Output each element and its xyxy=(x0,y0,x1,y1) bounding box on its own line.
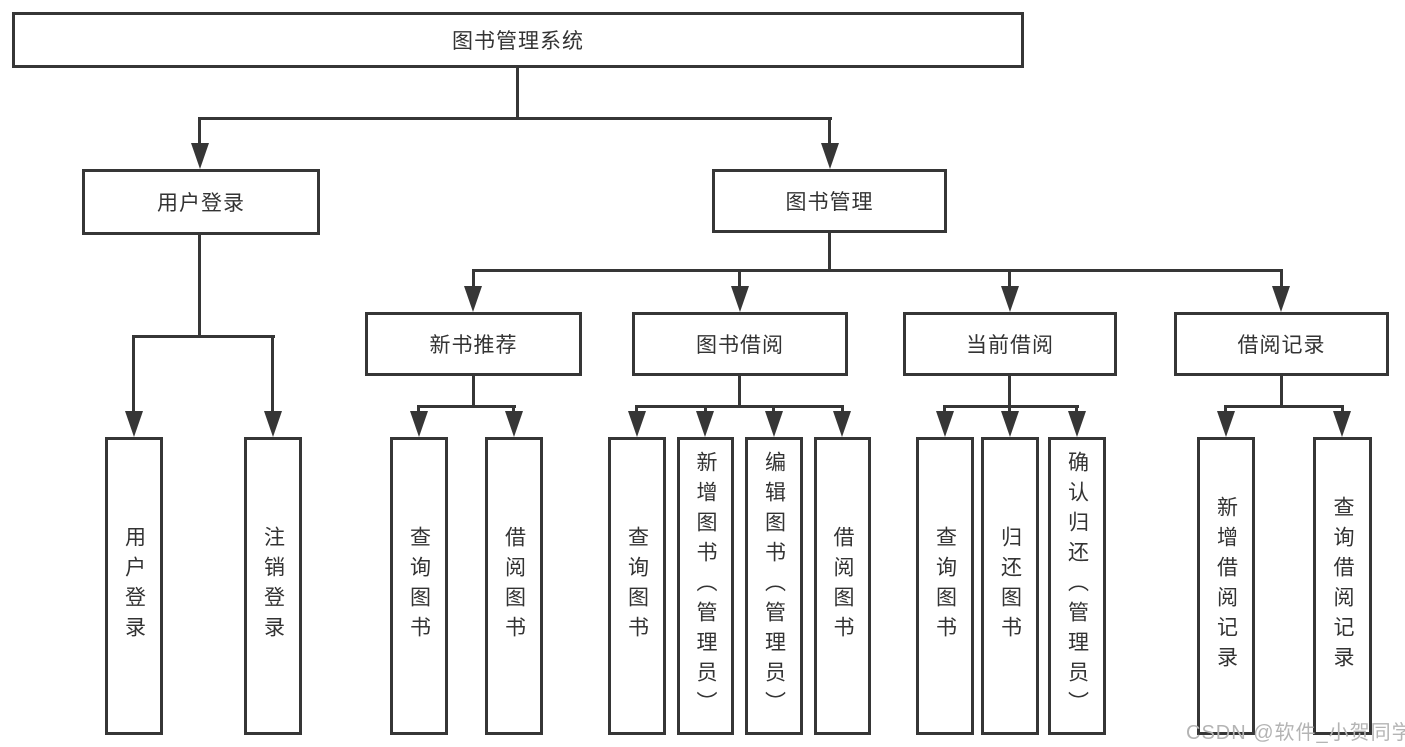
arrowhead-icon xyxy=(125,411,143,437)
node-user-login-label: 用户登录 xyxy=(157,192,245,215)
arrowhead-icon xyxy=(191,143,209,169)
connector-hline xyxy=(943,405,1079,408)
arrowhead-icon xyxy=(505,411,523,437)
leaf-return-books-label: 归还图书 xyxy=(998,526,1022,646)
connector-vline xyxy=(417,405,420,414)
node-current-borrowing-label: 当前借阅 xyxy=(966,334,1054,357)
connector-vline xyxy=(738,376,741,408)
node-library-system: 图书管理系统 xyxy=(12,12,1024,68)
leaf-add-borrow-record-label: 新增借阅记录 xyxy=(1214,496,1238,676)
connector-vline xyxy=(1341,405,1344,414)
connector-hline xyxy=(635,405,844,408)
connector-vline xyxy=(516,68,519,119)
connector-vline xyxy=(198,117,201,146)
arrowhead-icon xyxy=(936,411,954,437)
node-current-borrowing: 当前借阅 xyxy=(903,312,1117,376)
node-book-borrowing-label: 图书借阅 xyxy=(696,334,784,357)
watermark: CSDN @软件_小贺同学 xyxy=(1186,722,1405,744)
node-book-management: 图书管理 xyxy=(712,169,947,233)
leaf-query-books-current: 查询图书 xyxy=(916,437,974,735)
connector-hline xyxy=(132,335,275,338)
leaf-user-login-label: 用户登录 xyxy=(122,526,146,646)
connector-vline xyxy=(472,376,475,408)
connector-vline xyxy=(943,405,946,414)
connector-vline xyxy=(198,235,201,338)
leaf-confirm-return-admin-label: 确认归还（管理员） xyxy=(1065,451,1089,721)
arrowhead-icon xyxy=(833,411,851,437)
arrowhead-icon xyxy=(410,411,428,437)
arrowhead-icon xyxy=(821,143,839,169)
leaf-borrow-books-borrowing: 借阅图书 xyxy=(814,437,871,735)
connector-vline xyxy=(704,405,707,414)
leaf-logout-label: 注销登录 xyxy=(261,526,285,646)
connector-hline xyxy=(472,269,1283,272)
leaf-query-borrow-record: 查询借阅记录 xyxy=(1313,437,1372,735)
leaf-add-borrow-record: 新增借阅记录 xyxy=(1197,437,1255,735)
leaf-add-books-admin: 新增图书（管理员） xyxy=(677,437,734,735)
leaf-return-books: 归还图书 xyxy=(981,437,1039,735)
arrowhead-icon xyxy=(1001,286,1019,312)
arrowhead-icon xyxy=(765,411,783,437)
node-new-book-recommendation: 新书推荐 xyxy=(365,312,582,376)
leaf-edit-books-admin-label: 编辑图书（管理员） xyxy=(762,451,786,721)
connector-hline xyxy=(1224,405,1344,408)
connector-hline xyxy=(198,117,832,120)
leaf-add-books-admin-label: 新增图书（管理员） xyxy=(694,451,717,721)
leaf-user-login: 用户登录 xyxy=(105,437,163,735)
connector-vline xyxy=(132,335,135,413)
leaf-query-borrow-record-label: 查询借阅记录 xyxy=(1331,496,1354,676)
connector-vline xyxy=(1008,376,1011,408)
leaf-edit-books-admin: 编辑图书（管理员） xyxy=(745,437,803,735)
arrowhead-icon xyxy=(1001,411,1019,437)
node-book-borrowing: 图书借阅 xyxy=(632,312,848,376)
leaf-borrow-books-recommend: 借阅图书 xyxy=(485,437,543,735)
leaf-borrow-books-recommend-label: 借阅图书 xyxy=(502,526,526,646)
arrowhead-icon xyxy=(696,411,714,437)
arrowhead-icon xyxy=(1272,286,1290,312)
leaf-query-books-current-label: 查询图书 xyxy=(933,526,957,646)
connector-vline xyxy=(1075,405,1078,414)
connector-vline xyxy=(828,233,831,272)
leaf-borrow-books-borrowing-label: 借阅图书 xyxy=(831,526,854,646)
connector-vline xyxy=(635,405,638,414)
arrowhead-icon xyxy=(731,286,749,312)
arrowhead-icon xyxy=(1333,411,1351,437)
node-book-management-label: 图书管理 xyxy=(785,191,874,214)
leaf-query-books-borrowing: 查询图书 xyxy=(608,437,666,735)
connector-hline xyxy=(417,405,516,408)
connector-vline xyxy=(1008,405,1011,414)
leaf-query-books-recommend-label: 查询图书 xyxy=(407,526,431,646)
connector-vline xyxy=(271,335,274,413)
connector-vline xyxy=(1008,269,1011,289)
arrowhead-icon xyxy=(1217,411,1235,437)
connector-vline xyxy=(841,405,844,414)
leaf-query-books-recommend: 查询图书 xyxy=(390,437,448,735)
connector-vline xyxy=(772,405,775,414)
arrowhead-icon xyxy=(264,411,282,437)
leaf-query-books-borrowing-label: 查询图书 xyxy=(625,526,649,646)
node-new-book-recommendation-label: 新书推荐 xyxy=(429,334,518,357)
node-library-system-label: 图书管理系统 xyxy=(452,30,584,53)
connector-vline xyxy=(1224,405,1227,414)
node-user-login: 用户登录 xyxy=(82,169,320,235)
connector-vline xyxy=(512,405,515,414)
node-borrowing-records: 借阅记录 xyxy=(1174,312,1389,376)
connector-vline xyxy=(472,269,475,289)
connector-vline xyxy=(1280,376,1283,408)
connector-vline xyxy=(738,269,741,289)
connector-vline xyxy=(828,117,831,146)
node-borrowing-records-label: 借阅记录 xyxy=(1237,334,1326,357)
connector-vline xyxy=(1280,269,1283,289)
arrowhead-icon xyxy=(464,286,482,312)
leaf-confirm-return-admin: 确认归还（管理员） xyxy=(1048,437,1106,735)
arrowhead-icon xyxy=(628,411,646,437)
arrowhead-icon xyxy=(1068,411,1086,437)
leaf-logout: 注销登录 xyxy=(244,437,302,735)
